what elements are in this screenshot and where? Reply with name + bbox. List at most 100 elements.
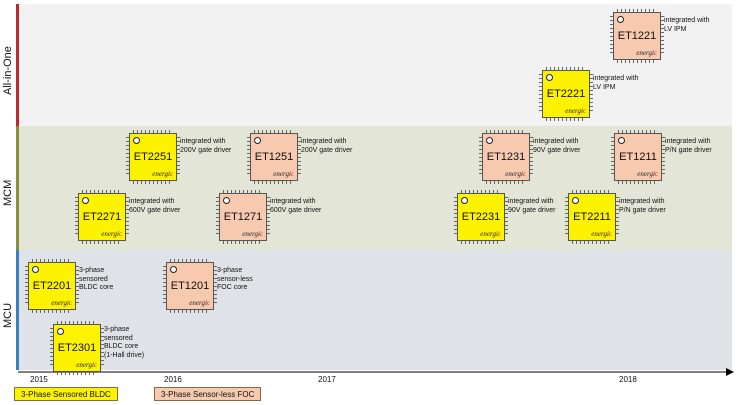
pin1-marker-icon xyxy=(572,197,579,204)
band-bar-mcu xyxy=(16,250,19,370)
et1271-pins-left xyxy=(216,197,219,237)
chip-et2271: ET2271 energic xyxy=(78,193,126,241)
description-line: sensor-less xyxy=(217,275,253,283)
brand-logo: energic xyxy=(480,230,501,238)
description-line: integrated with xyxy=(270,198,316,205)
pin1-marker-icon xyxy=(170,266,177,273)
et1201-pins-left xyxy=(163,266,166,306)
band-bar-mcm xyxy=(16,126,19,250)
chip-et2251: ET2251 energic xyxy=(129,133,177,181)
et2221-pins-bottom xyxy=(546,118,586,121)
description-line: 90V gate driver xyxy=(508,206,556,214)
band-bar-all-in-one xyxy=(16,4,19,126)
pin1-marker-icon xyxy=(546,74,553,81)
et1231-pins-bottom xyxy=(486,181,526,184)
chip-et1231: ET1231 energic xyxy=(482,133,530,181)
et2211-pins-right xyxy=(616,197,619,237)
description-line: (1-Hall drive) xyxy=(104,351,145,359)
et1251-pins-top xyxy=(254,130,294,133)
et2251-pins-left xyxy=(126,137,129,177)
et1271-pins-right xyxy=(267,197,270,237)
et1221-pins-left xyxy=(610,16,613,56)
et1231-pins-right xyxy=(530,137,533,177)
et1271-pins-top xyxy=(223,190,263,193)
chip-name: ET2201 xyxy=(32,280,72,292)
band-label-mcm: MCM xyxy=(2,179,14,206)
et2221-pins-right xyxy=(590,74,593,114)
pin1-marker-icon xyxy=(617,16,624,23)
description-line: integrated with xyxy=(180,138,226,145)
et2251-pins-bottom xyxy=(133,181,173,184)
brand-logo: energic xyxy=(565,107,586,115)
chip-name: ET2271 xyxy=(82,211,122,223)
year-label-2016: 2016 xyxy=(164,375,182,384)
year-label-2018: 2018 xyxy=(619,375,637,384)
description-line: 600V gate driver xyxy=(270,206,322,214)
band-label-all-in-one: All-in-One xyxy=(2,46,14,95)
description-line: LV IPM xyxy=(593,83,616,91)
pin1-marker-icon xyxy=(133,137,140,144)
description-line: integrated with xyxy=(301,138,347,145)
description-line: BLDC core xyxy=(104,343,139,350)
pin1-marker-icon xyxy=(486,137,493,144)
year-label-2017: 2017 xyxy=(318,375,336,384)
chip-name: ET1231 xyxy=(486,151,526,163)
band-mcu xyxy=(18,250,732,370)
description-line: 200V gate driver xyxy=(301,146,353,154)
brand-logo: energic xyxy=(505,170,526,178)
et1271-pins-bottom xyxy=(223,241,263,244)
et2271-pins-right xyxy=(126,197,129,237)
brand-logo: energic xyxy=(273,170,294,178)
description-line: integrated with xyxy=(593,75,639,82)
description-line: integrated with xyxy=(619,198,665,205)
et2251-pins-right xyxy=(177,137,180,177)
description-line: 600V gate driver xyxy=(129,206,181,214)
description-line: LV IPM xyxy=(664,25,687,33)
brand-logo: energic xyxy=(636,49,657,57)
description-line: 3-phase xyxy=(217,267,243,274)
et2231-pins-bottom xyxy=(461,241,501,244)
et2231-pins-right xyxy=(505,197,508,237)
brand-logo: energic xyxy=(189,299,210,307)
et2211-pins-bottom xyxy=(572,241,612,244)
et1251-pins-left xyxy=(247,137,250,177)
description-line: 90V gate driver xyxy=(533,146,581,154)
chip-et1221: ET1221 energic xyxy=(613,12,661,60)
pin1-marker-icon xyxy=(82,197,89,204)
pin1-marker-icon xyxy=(32,266,39,273)
brand-logo: energic xyxy=(152,170,173,178)
et2221-pins-top xyxy=(546,67,586,70)
description-line: 3-phase xyxy=(104,326,130,333)
chip-name: ET2231 xyxy=(461,211,501,223)
brand-logo: energic xyxy=(101,230,122,238)
et2201-pins-bottom xyxy=(32,310,72,313)
et2271-pins-top xyxy=(82,190,122,193)
chip-name: ET1221 xyxy=(617,30,657,42)
et2301-pins-right xyxy=(101,328,104,368)
timeline-arrow-icon xyxy=(726,368,734,376)
legend-sensored-bldc: 3-Phase Sensored BLDC xyxy=(14,387,118,401)
et2251-pins-top xyxy=(133,130,173,133)
brand-logo: energic xyxy=(637,170,658,178)
description-line: P/N gate driver xyxy=(619,206,666,214)
chip-et2231: ET2231 energic xyxy=(457,193,505,241)
et1201-pins-top xyxy=(170,259,210,262)
chip-name: ET2251 xyxy=(133,151,173,163)
description-line: integrated with xyxy=(533,138,579,145)
et1231-pins-top xyxy=(486,130,526,133)
et1211-pins-right xyxy=(662,137,665,177)
et2231-pins-left xyxy=(454,197,457,237)
brand-logo: energic xyxy=(591,230,612,238)
et1211-pins-bottom xyxy=(618,181,658,184)
